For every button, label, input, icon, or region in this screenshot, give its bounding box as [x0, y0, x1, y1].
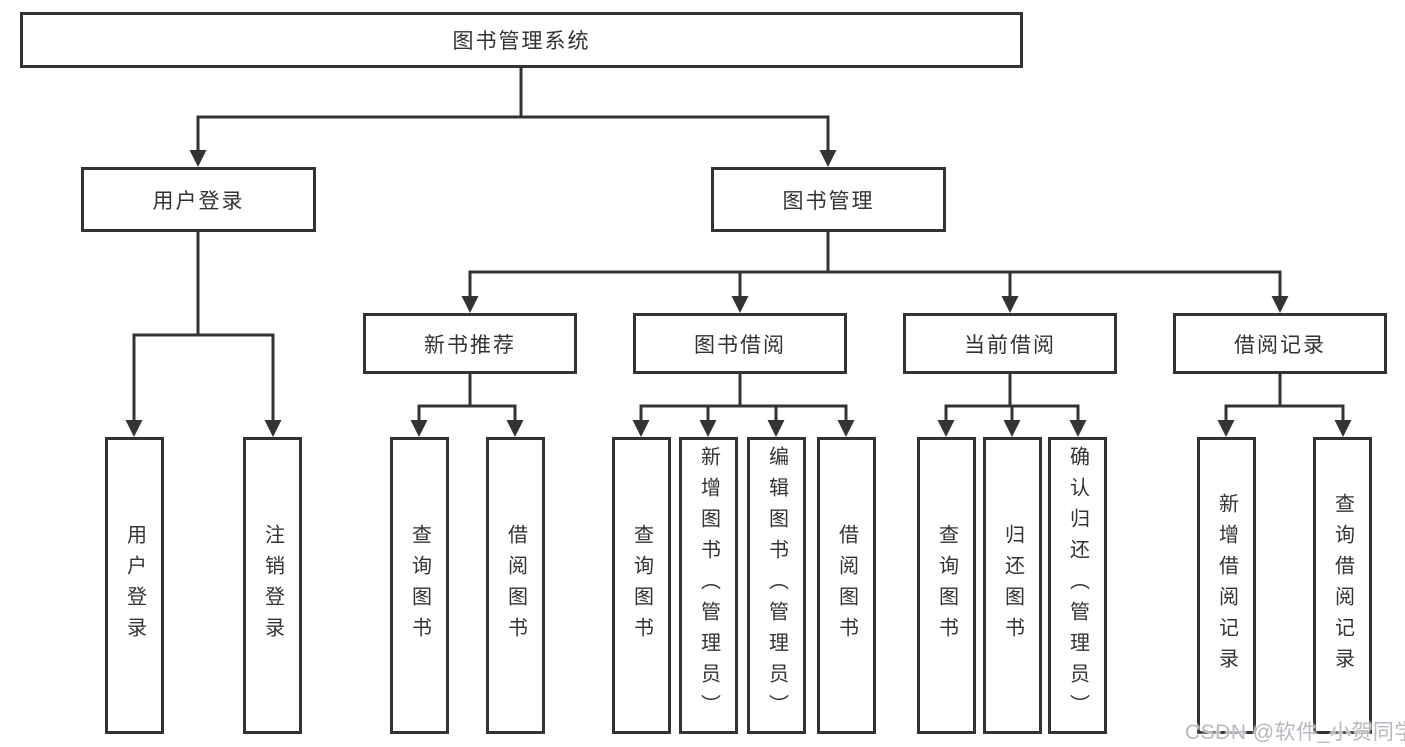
- leaf-label: 用户登录: [123, 523, 146, 648]
- node-borrow-records: 借阅记录: [1173, 313, 1387, 374]
- node-new-book-recommend: 新书推荐: [363, 313, 577, 374]
- leaf-label: 新增图书（管理员）: [697, 446, 720, 725]
- leaf-add-borrow-record: 新增借阅记录: [1197, 437, 1256, 734]
- arrowhead-down-icon: [767, 420, 785, 437]
- node-label: 用户登录: [152, 189, 245, 213]
- arrowhead-down-icon: [506, 420, 524, 437]
- leaf-borrow-book: 借阅图书: [817, 437, 876, 734]
- arrowhead-down-icon: [699, 420, 717, 437]
- leaf-query-borrow-record: 查询借阅记录: [1313, 437, 1372, 734]
- leaf-logout-login: 注销登录: [243, 437, 302, 734]
- leaf-add-book-admin: 新增图书（管理员）: [679, 437, 738, 734]
- node-label: 图书借阅: [694, 333, 786, 357]
- node-book-borrow: 图书借阅: [633, 313, 847, 374]
- arrowhead-down-icon: [1217, 420, 1235, 437]
- leaf-label: 新增借阅记录: [1215, 492, 1238, 679]
- arrowhead-down-icon: [632, 420, 650, 437]
- leaf-label: 查询图书: [408, 523, 431, 648]
- leaf-edit-book-admin: 编辑图书（管理员）: [747, 437, 806, 734]
- arrowhead-down-icon: [125, 420, 143, 437]
- leaf-label: 归还图书: [1001, 523, 1024, 648]
- leaf-query-book-borrow: 查询图书: [612, 437, 671, 734]
- arrowhead-down-icon: [264, 420, 282, 437]
- arrowhead-down-icon: [1271, 296, 1289, 313]
- node-label: 图书管理系统: [452, 30, 591, 53]
- leaf-label: 编辑图书（管理员）: [765, 446, 788, 725]
- arrowhead-down-icon: [731, 296, 749, 313]
- node-label: 借阅记录: [1234, 333, 1326, 357]
- arrowhead-down-icon: [819, 150, 837, 167]
- arrowhead-down-icon: [189, 150, 207, 167]
- node-label: 图书管理: [782, 189, 875, 213]
- leaf-label: 确认归还（管理员）: [1066, 446, 1089, 725]
- arrowhead-down-icon: [937, 420, 955, 437]
- node-library-management-system: 图书管理系统: [20, 12, 1023, 68]
- node-current-borrow: 当前借阅: [903, 313, 1117, 374]
- leaf-label: 注销登录: [261, 523, 284, 648]
- leaf-borrow-book-recommend: 借阅图书: [486, 437, 545, 734]
- arrowhead-down-icon: [837, 420, 855, 437]
- leaf-query-book-current: 查询图书: [917, 437, 976, 734]
- leaf-user-login: 用户登录: [105, 437, 164, 734]
- leaf-label: 借阅图书: [835, 523, 858, 648]
- csdn-watermark: CSDN @软件_小贺同学: [1185, 721, 1405, 744]
- node-label: 新书推荐: [424, 333, 516, 357]
- leaf-return-book: 归还图书: [983, 437, 1042, 734]
- arrowhead-down-icon: [1001, 296, 1019, 313]
- leaf-label: 借阅图书: [504, 523, 527, 648]
- node-book-management: 图书管理: [711, 167, 946, 232]
- arrowhead-down-icon: [1003, 420, 1021, 437]
- arrowhead-down-icon: [1069, 420, 1087, 437]
- node-user-login: 用户登录: [81, 167, 316, 232]
- node-label: 当前借阅: [964, 333, 1056, 357]
- leaf-label: 查询图书: [630, 523, 653, 648]
- leaf-confirm-return-admin: 确认归还（管理员）: [1048, 437, 1107, 734]
- arrowhead-down-icon: [1334, 420, 1352, 437]
- leaf-label: 查询图书: [935, 523, 958, 648]
- arrowhead-down-icon: [461, 296, 479, 313]
- leaf-query-book-recommend: 查询图书: [390, 437, 449, 734]
- leaf-label: 查询借阅记录: [1331, 492, 1354, 679]
- arrowhead-down-icon: [410, 420, 428, 437]
